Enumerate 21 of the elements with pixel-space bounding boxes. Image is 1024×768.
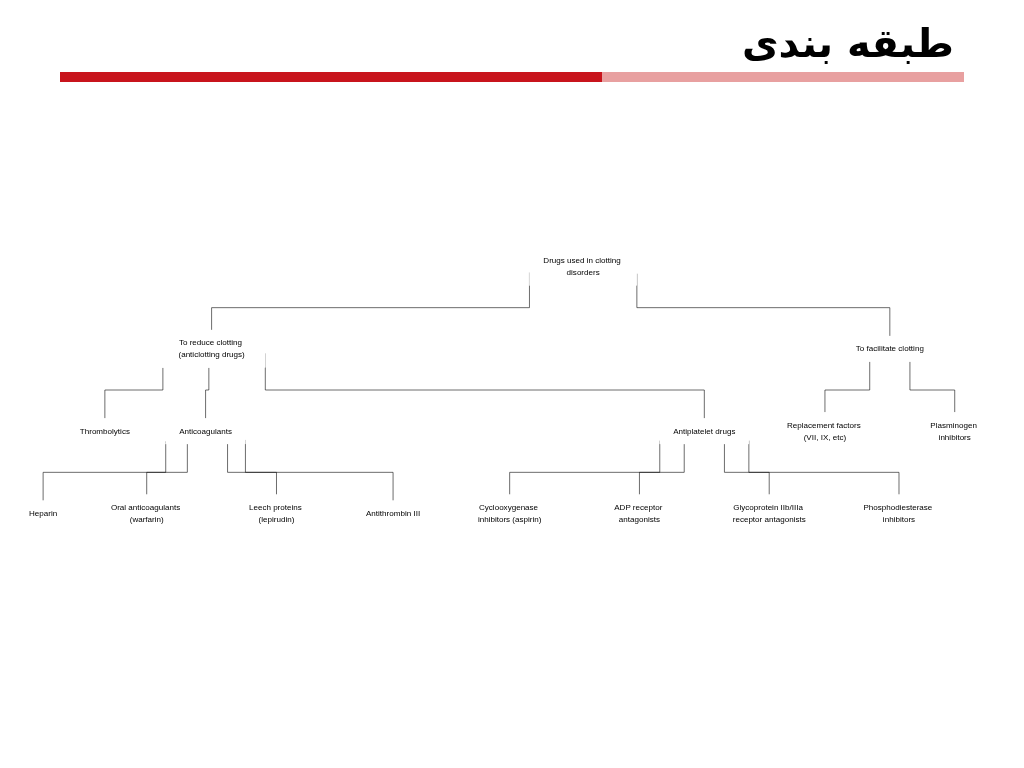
connector <box>227 443 277 495</box>
connector <box>724 443 770 495</box>
node-text: Heparin <box>29 508 58 518</box>
node-text: Replacement factors (VII, IX, etc) <box>786 420 861 442</box>
slide-title: طبقه بندی <box>740 19 955 68</box>
node-text: ADP receptor antagonists <box>614 502 663 524</box>
connector <box>146 443 188 495</box>
node-text: Glycoprotein IIb/IIIa receptor antagonists <box>732 502 806 524</box>
node-text: Anticoagulants <box>179 426 233 436</box>
node-text: Phosphodiesterase inhibitors <box>863 502 933 524</box>
connector <box>639 443 685 495</box>
node-text: Cyclooxygenase inhibitors (aspirin) <box>477 502 542 524</box>
node-text: Oral anticoagulants (warfarin) <box>110 502 181 524</box>
node-text: Antithrombin III <box>365 508 421 518</box>
node-text: Drugs used in clotting disorders <box>543 255 621 277</box>
node-text: To facilitate clotting <box>855 344 924 354</box>
node-text: Thrombolytics <box>79 426 130 436</box>
node-text: Plasminogen inhibitors <box>930 420 977 442</box>
node-text: Antiplatelet drugs <box>673 426 736 436</box>
node-text: Leech proteins (lepirudin) <box>248 502 302 524</box>
node-text: To reduce clotting (anticlotting drugs) <box>178 338 245 360</box>
